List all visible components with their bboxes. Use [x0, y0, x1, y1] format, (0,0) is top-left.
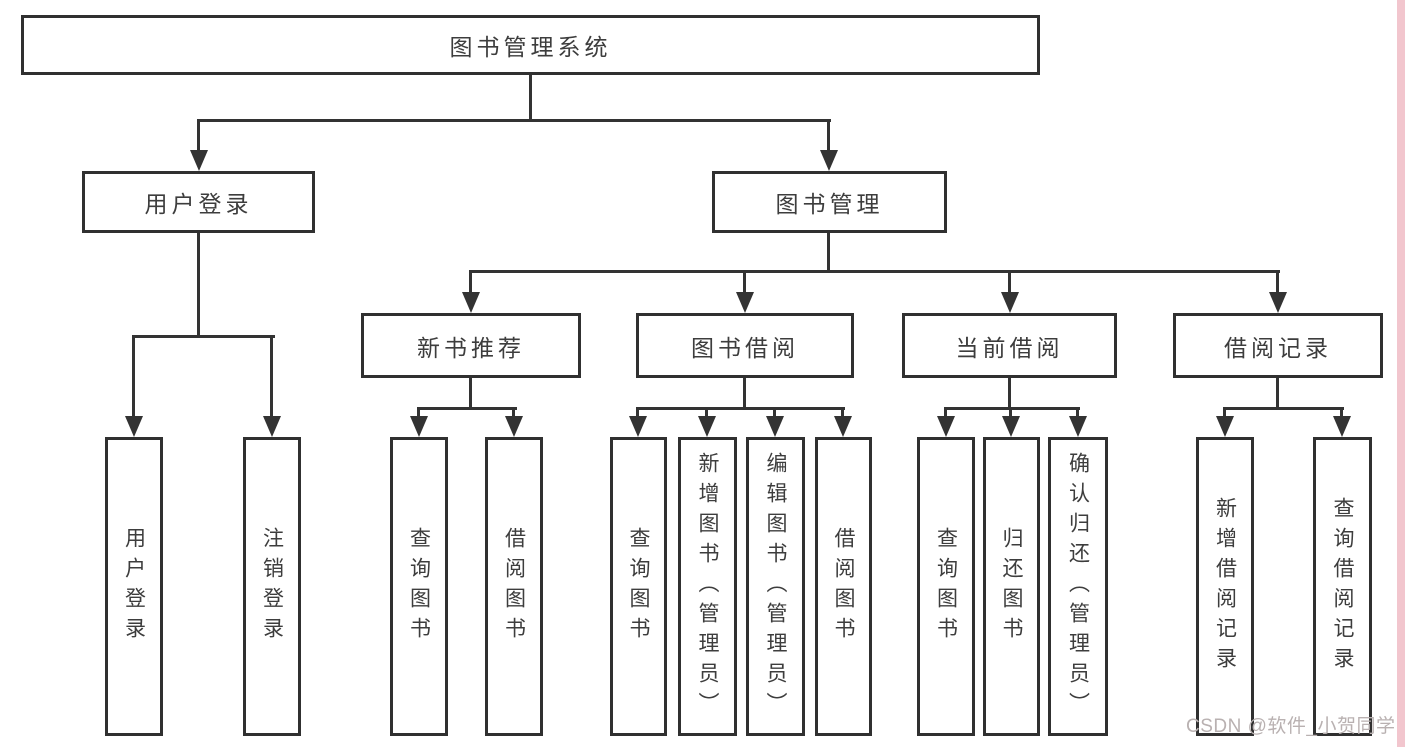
arrowhead	[462, 292, 480, 313]
connector	[270, 335, 273, 417]
connector	[944, 407, 1080, 410]
leaf-return-books: 归还图书	[983, 437, 1040, 736]
connector	[636, 407, 639, 418]
connector	[469, 270, 472, 294]
leaf-label: 查询借阅记录	[1331, 496, 1354, 677]
arrowhead	[263, 416, 281, 437]
node-current-borrow: 当前借阅	[902, 313, 1117, 378]
connector	[705, 407, 708, 418]
leaf-label: 编辑图书（管理员）	[764, 451, 787, 722]
leaf-label: 新增图书（管理员）	[696, 451, 719, 722]
leaf-label: 新增借阅记录	[1213, 496, 1237, 677]
arrowhead	[820, 150, 838, 171]
arrowhead	[1001, 292, 1019, 313]
arrowhead	[736, 292, 754, 313]
connector	[512, 407, 515, 418]
connector	[1008, 378, 1011, 410]
connector	[197, 119, 200, 152]
leaf-user-login: 用户登录	[105, 437, 163, 736]
leaf-query-borrow-record: 查询借阅记录	[1313, 437, 1372, 736]
connector	[417, 407, 420, 418]
right-edge-strip	[1397, 0, 1405, 747]
connector	[773, 407, 776, 418]
connector	[1276, 270, 1279, 294]
leaf-label: 用户登录	[122, 526, 146, 647]
connector	[132, 335, 275, 338]
leaf-add-book-admin: 新增图书（管理员）	[678, 437, 737, 736]
connector	[197, 119, 831, 122]
node-label: 用户登录	[144, 191, 253, 217]
arrowhead	[1333, 416, 1351, 437]
connector	[1223, 407, 1344, 410]
connector	[636, 407, 845, 410]
connector	[132, 335, 135, 417]
connector	[529, 75, 532, 121]
arrowhead	[1002, 416, 1020, 437]
arrowhead	[937, 416, 955, 437]
connector	[944, 407, 947, 418]
arrowhead	[1069, 416, 1087, 437]
arrowhead	[1269, 292, 1287, 313]
leaf-query-books-borrow: 查询图书	[610, 437, 667, 736]
leaf-label: 查询图书	[627, 526, 650, 647]
arrowhead	[834, 416, 852, 437]
connector	[743, 270, 746, 294]
arrowhead	[766, 416, 784, 437]
node-book-borrow: 图书借阅	[636, 313, 854, 378]
node-label: 借阅记录	[1224, 334, 1332, 361]
node-library-system: 图书管理系统	[21, 15, 1040, 75]
connector	[1009, 407, 1012, 418]
connector	[469, 378, 472, 410]
leaf-label: 确认归还（管理员）	[1066, 451, 1090, 722]
node-book-management: 图书管理	[712, 171, 947, 233]
node-borrow-records: 借阅记录	[1173, 313, 1383, 378]
connector	[469, 270, 1280, 273]
connector	[841, 407, 844, 418]
leaf-label: 注销登录	[260, 526, 284, 647]
arrowhead	[1216, 416, 1234, 437]
leaf-query-books-current: 查询图书	[917, 437, 975, 736]
leaf-label: 借阅图书	[502, 526, 526, 647]
connector	[1076, 407, 1079, 418]
node-new-book-recommend: 新书推荐	[361, 313, 581, 378]
leaf-label: 查询图书	[407, 526, 431, 647]
node-label: 新书推荐	[417, 334, 525, 361]
leaf-borrow-books: 借阅图书	[815, 437, 872, 736]
connector	[743, 378, 746, 410]
arrowhead	[190, 150, 208, 171]
leaf-logout: 注销登录	[243, 437, 301, 736]
node-label: 当前借阅	[955, 334, 1064, 361]
connector	[1223, 407, 1226, 418]
arrowhead	[410, 416, 428, 437]
connector	[417, 407, 517, 410]
arrowhead	[698, 416, 716, 437]
leaf-query-books-recommend: 查询图书	[390, 437, 448, 736]
connector	[1276, 378, 1279, 410]
leaf-borrow-books-recommend: 借阅图书	[485, 437, 543, 736]
leaf-label: 借阅图书	[832, 526, 855, 647]
leaf-label: 查询图书	[934, 526, 958, 647]
leaf-add-borrow-record: 新增借阅记录	[1196, 437, 1254, 736]
leaf-label: 归还图书	[1000, 526, 1023, 647]
node-label: 图书管理系统	[449, 34, 612, 60]
connector	[197, 233, 200, 338]
connector	[827, 233, 830, 273]
leaf-confirm-return-admin: 确认归还（管理员）	[1048, 437, 1108, 736]
csdn-watermark: CSDN @软件_小贺同学	[1186, 716, 1396, 737]
node-label: 图书管理	[775, 191, 884, 217]
node-user-login: 用户登录	[82, 171, 315, 233]
connector	[1340, 407, 1343, 418]
connector	[827, 119, 830, 152]
arrowhead	[629, 416, 647, 437]
node-label: 图书借阅	[691, 334, 799, 361]
arrowhead	[125, 416, 143, 437]
connector	[1008, 270, 1011, 294]
arrowhead	[505, 416, 523, 437]
leaf-edit-book-admin: 编辑图书（管理员）	[746, 437, 805, 736]
